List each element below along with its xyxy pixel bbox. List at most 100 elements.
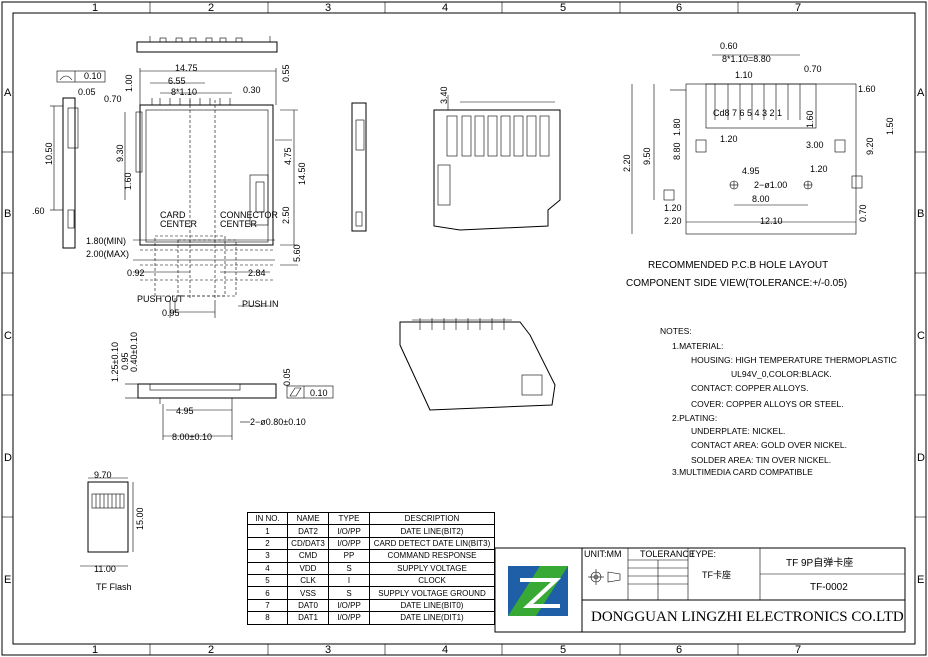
pin-type: S [328, 586, 370, 600]
zone-top-2: 2 [208, 2, 214, 14]
connector-label: CONNECTOR [220, 210, 278, 220]
pcb-caption-2: COMPONENT SIDE VIEW(TOLERANCE:+/-0.05) [626, 278, 847, 289]
pcb-1-60-top: 1.60 [858, 84, 876, 94]
dim-0-05-left: 0.05 [78, 87, 96, 97]
dim-0-40: 0.40±0.10 [129, 332, 139, 372]
top-view [124, 36, 298, 318]
connector-center-label: CENTER [220, 219, 258, 229]
dim-4-95-side: 4.95 [176, 406, 194, 416]
pin-no: 7 [247, 598, 288, 613]
dim-2-50: 2.50 [281, 206, 291, 224]
notes-housing: HOUSING: HIGH TEMPERATURE THERMOPLASTIC [691, 355, 897, 365]
header-description: DESCRIPTION [369, 511, 495, 526]
zone-bottom-2: 2 [208, 644, 214, 656]
zone-left-d: D [4, 452, 12, 464]
pin-type: PP [328, 549, 370, 563]
zone-left-c: C [4, 330, 12, 342]
header-in-no: IN NO. [247, 511, 288, 526]
pcb-2-20-b: 2.20 [664, 216, 682, 226]
dim-8-00-side: 8.00±0.10 [172, 432, 212, 442]
pcb-8-00: 8.00 [752, 194, 770, 204]
header-name: NAME [287, 511, 329, 526]
inner-frame [12, 12, 916, 645]
notes-contact-area: CONTACT AREA: GOLD OVER NICKEL. [691, 440, 848, 450]
card-center-label: CENTER [160, 219, 198, 229]
pin-desc: DATE LINE(BIT2) [369, 524, 495, 538]
zone-bottom-5: 5 [560, 644, 566, 656]
bottom-profile-view [125, 383, 277, 440]
push-in-label: PUSH IN [242, 299, 279, 309]
pcb-1-50: 1.50 [885, 117, 895, 135]
pcb-9-20: 9.20 [865, 137, 875, 155]
pin-name: CMD [287, 549, 329, 563]
dim-1-80-min: 1.80(MIN) [86, 236, 126, 246]
dim-0-30: 0.30 [243, 85, 261, 95]
pcb-0-60: 0.60 [720, 41, 738, 51]
pin-no: 2 [247, 536, 288, 551]
push-out-label: PUSH OUT [137, 294, 184, 304]
zone-left-e: E [4, 574, 11, 586]
notes-contact: CONTACT: COPPER ALLOYS. [691, 383, 809, 393]
parallel-box [286, 385, 334, 399]
tolerance-label: TOLERANCE [640, 549, 695, 559]
pcb-pin-numbers: Cd8 7 6 5 4 3 2 1 [713, 108, 782, 118]
pin-name: DAT1 [287, 611, 329, 625]
notes-heading: NOTES: [660, 326, 692, 336]
pin-type: I/O/PP [328, 598, 370, 613]
dim-2-holes: 2−ø0.80±0.10 [250, 417, 306, 427]
zone-bottom-4: 4 [442, 644, 448, 656]
dim-9-30: 9.30 [115, 144, 125, 162]
pin-table-header: IN NO. NAME TYPE DESCRIPTION [247, 511, 495, 526]
dim-14-50: 14.50 [297, 162, 307, 185]
dim-10-50: 10.50 [44, 142, 54, 165]
notes-solder-area: SOLDER AREA: TIN OVER NICKEL. [691, 455, 832, 465]
pcb-12-10: 12.10 [760, 216, 783, 226]
pcb-8x1-10: 8*1.10=8.80 [722, 54, 771, 64]
parallelism-icon [289, 387, 302, 397]
profile-icon [59, 75, 73, 81]
pin-no: 5 [247, 573, 288, 588]
card-label: CARD [160, 210, 186, 220]
zone-right-c: C [917, 330, 925, 342]
pin-name: DAT0 [287, 598, 329, 613]
notes-multimedia: 3.MULTIMEDIA CARD COMPATIBLE [672, 467, 813, 477]
dim-0-10-flat: 0.10 [84, 71, 102, 81]
zone-top-3: 3 [325, 2, 331, 14]
dim-0-92: 0.92 [127, 268, 145, 278]
drawing-title: TF 9P自弹卡座 [786, 556, 853, 569]
zone-left-a: A [4, 87, 12, 99]
dim-1-60: 1.60 [123, 172, 133, 190]
pcb-layout [631, 54, 863, 235]
notes-underplate: UNDERPLATE: NICKEL. [691, 426, 786, 436]
zone-left-b: B [4, 208, 11, 220]
front-view [433, 95, 561, 231]
company-logo [508, 566, 568, 616]
pin-name: DAT2 [287, 524, 329, 538]
dim-0-10-par: 0.10 [310, 388, 328, 398]
dim-2-84: 2.84 [248, 268, 266, 278]
notes-cover: COVER: COPPER ALLOYS OR STEEL. [691, 399, 844, 409]
pcb-9-50: 9.50 [642, 147, 652, 165]
pin-desc: SUPPLY VOLTAGE GROUND [369, 586, 495, 600]
zone-bottom-6: 6 [676, 644, 682, 656]
type-label: TYPE: [690, 549, 716, 559]
pin-type: I [328, 573, 370, 588]
pin-type: I/O/PP [328, 536, 370, 551]
pin-desc: CARD DETECT DATE LIN(BIT3) [369, 536, 495, 551]
zone-top-4: 4 [442, 2, 448, 14]
zone-top-5: 5 [560, 2, 566, 14]
unit-label: UNIT:MM [584, 549, 622, 559]
dim-0-05-side: 0.05 [282, 368, 292, 386]
pin-no: 6 [247, 586, 288, 600]
pin-type: I/O/PP [328, 611, 370, 625]
notes-ul94: UL94V_0,COLOR:BLACK. [731, 369, 832, 379]
pcb-0-70: 0.70 [804, 64, 822, 74]
